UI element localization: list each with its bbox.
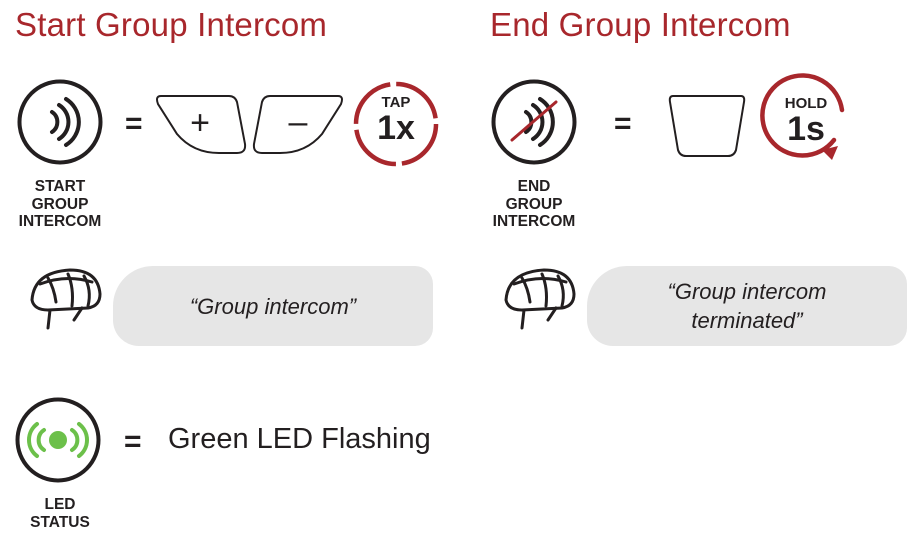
led-status-caption: LED STATUS: [30, 496, 90, 531]
group-intercom-off-icon: [491, 79, 577, 165]
start-intercom-caption: START GROUP INTERCOM: [18, 178, 102, 230]
end-voice-prompt-bubble: “Group intercom terminated”: [587, 266, 907, 346]
hold-arrow-icon: [760, 73, 845, 160]
plus-button-icon: +: [155, 94, 247, 156]
hold-label: HOLD: [784, 95, 828, 112]
end-voice-prompt-text: “Group intercom terminated”: [667, 279, 827, 333]
minus-button-label: –: [288, 103, 308, 141]
start-voice-prompt-text: “Group intercom”: [189, 293, 357, 319]
hold-count: 1s: [787, 110, 825, 148]
minus-button-icon: –: [252, 94, 344, 156]
end-group-intercom-title: End Group Intercom: [490, 6, 791, 43]
end-intercom-caption: END GROUP INTERCOM: [492, 178, 576, 230]
group-intercom-icon: [17, 79, 103, 165]
helmet-icon: [30, 268, 102, 330]
start-group-intercom-title: Start Group Intercom: [15, 6, 328, 43]
led-equals-sign: =: [124, 425, 142, 458]
plus-button-label: +: [190, 104, 210, 142]
end-equals-sign: =: [614, 107, 632, 140]
helmet-icon: [504, 268, 576, 330]
start-voice-prompt-bubble: “Group intercom”: [113, 266, 433, 346]
center-button-icon: [668, 95, 746, 157]
tap-count: 1x: [377, 109, 415, 147]
tap-badge: TAP 1x: [352, 80, 440, 168]
led-description: Green LED Flashing: [168, 423, 431, 455]
hold-badge: HOLD 1s: [760, 73, 850, 170]
tap-ring-icon: [353, 81, 439, 167]
start-equals-sign: =: [125, 107, 143, 140]
led-flashing-icon: [15, 397, 101, 483]
tap-label: TAP: [381, 94, 411, 111]
